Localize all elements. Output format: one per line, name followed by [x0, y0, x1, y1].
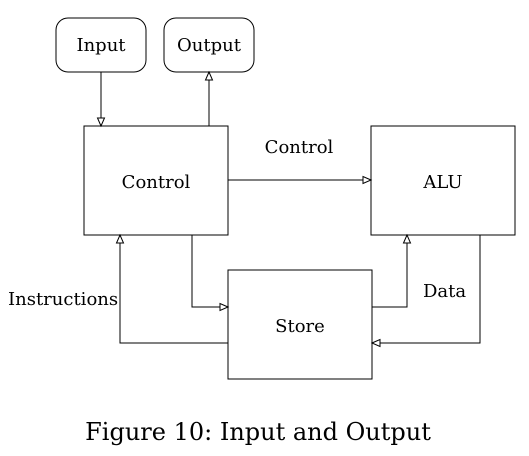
arrowhead-icon	[370, 338, 381, 348]
arrowhead-icon	[362, 175, 373, 185]
alu-node: ALU	[370, 125, 516, 236]
arrowhead-icon	[219, 302, 230, 312]
alu-label: ALU	[422, 172, 462, 193]
input-label: Input	[76, 35, 126, 56]
arrowhead-icon	[115, 233, 125, 244]
edge-label-instructions: Instructions	[8, 289, 118, 310]
edge-label-data: Data	[423, 281, 466, 302]
arrowhead-icon	[402, 233, 412, 244]
control-node: Control	[83, 125, 229, 236]
output-node: Output	[163, 17, 255, 73]
edge-input-to-control	[96, 72, 106, 128]
control-label: Control	[122, 172, 191, 193]
edge-control-to-alu	[228, 175, 373, 185]
store-node: Store	[227, 269, 373, 380]
input-node: Input	[55, 17, 147, 73]
store-label: Store	[275, 316, 325, 337]
edge-store-to-control	[115, 233, 228, 344]
arrowhead-icon	[96, 117, 106, 128]
output-label: Output	[177, 35, 242, 56]
edge-control-to-store	[191, 235, 230, 312]
edge-control-to-output	[204, 70, 214, 126]
edge-alu-to-store	[370, 235, 481, 348]
edge-label-control: Control	[265, 137, 334, 158]
arrowhead-icon	[204, 70, 214, 81]
figure-caption: Figure 10: Input and Output	[85, 418, 431, 446]
edge-store-to-alu	[372, 233, 412, 308]
